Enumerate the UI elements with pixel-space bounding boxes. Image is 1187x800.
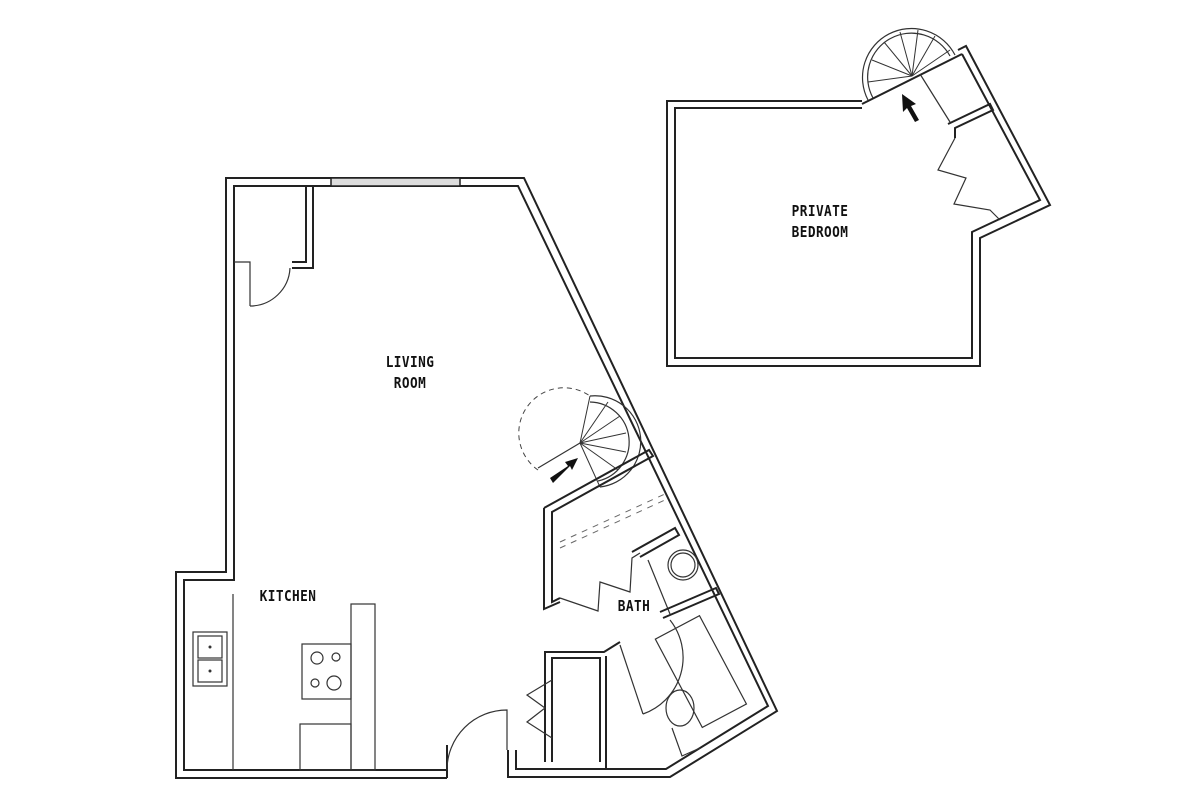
bedroom-walls <box>666 44 1052 367</box>
kitchen-counters <box>192 594 376 771</box>
living-label-line2: ROOM <box>393 374 427 392</box>
lower-unit-walls <box>175 177 779 779</box>
room-label-bath: BATH <box>617 597 651 615</box>
closet <box>234 186 314 307</box>
up-arrow <box>550 458 578 483</box>
window <box>330 177 461 187</box>
bedroom-label-line2: BEDROOM <box>791 223 849 241</box>
entry-door <box>446 709 508 771</box>
living-label-line1: LIVING <box>385 353 435 371</box>
bedroom-label-line1: PRIVATE <box>791 202 849 220</box>
spiral-stair-upper <box>861 27 1001 221</box>
up-arrow <box>902 94 919 122</box>
room-label-private-bedroom: PRIVATE BEDROOM <box>778 201 863 243</box>
bath-and-closet <box>525 448 748 769</box>
room-label-kitchen: KITCHEN <box>259 587 317 605</box>
room-label-living-room: LIVING ROOM <box>376 352 444 394</box>
